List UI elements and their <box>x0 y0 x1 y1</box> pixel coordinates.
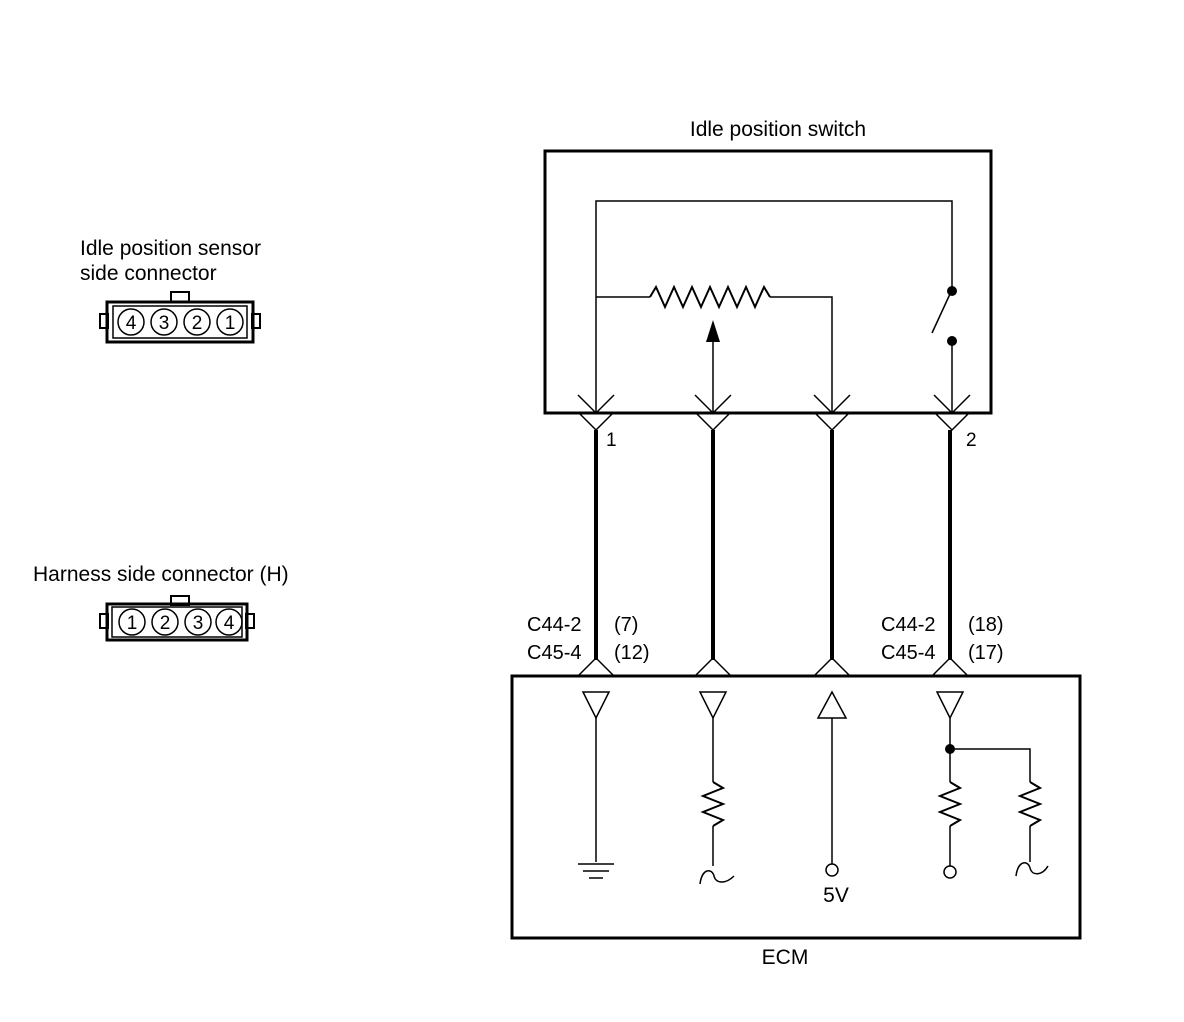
sensor-connector-title-line1: Idle position sensor <box>80 237 261 260</box>
terminal-2-outer <box>933 394 971 415</box>
harness-pin-2: 2 <box>151 608 179 636</box>
sensor-pin-2: 2 <box>183 308 211 336</box>
harness-connector-body <box>105 602 249 642</box>
idle-position-switch: Idle position switch 1 2 <box>543 118 993 451</box>
svg-text:2: 2 <box>160 613 171 634</box>
ecm-module: ECM 5V <box>510 656 1082 969</box>
right-connector-c44: C44-2 <box>881 614 935 636</box>
harness-pin-1: 1 <box>118 608 146 636</box>
signal-sense-icon <box>699 870 735 885</box>
left-connector-c45: C45-4 <box>527 642 581 664</box>
switch-blade <box>931 293 951 334</box>
switch-box-frame <box>543 149 993 415</box>
harness-wires <box>594 430 952 660</box>
ecm-terminal-4 <box>931 656 969 677</box>
switch-sense-icon <box>1015 862 1049 877</box>
switch-contact-top <box>947 286 957 296</box>
reference-terminal-icon <box>825 863 839 877</box>
sensor-connector-title-line2: side connector <box>80 262 217 285</box>
ecm-resistor-signal <box>700 781 726 827</box>
svg-text:1: 1 <box>127 613 138 634</box>
harness-pin-4: 4 <box>215 608 243 636</box>
ecm-input-triangle-1 <box>581 691 611 720</box>
terminal-wiper-outer <box>694 394 732 415</box>
svg-text:4: 4 <box>126 313 137 334</box>
switch-box-title: Idle position switch <box>690 118 866 141</box>
terminal-2-inner <box>933 411 971 432</box>
ecm-sense-resistor <box>1017 781 1043 827</box>
ecm-5v-label: 5V <box>823 884 849 907</box>
terminal-1-outer <box>577 394 615 415</box>
ecm-output-triangle-3 <box>816 690 848 719</box>
switch-pin-2-label: 2 <box>966 430 977 451</box>
svg-text:2: 2 <box>192 313 203 334</box>
sensor-pin-3: 3 <box>150 308 178 336</box>
sensor-connector-inner <box>112 305 248 339</box>
left-pin-7: (7) <box>614 614 638 636</box>
svg-text:4: 4 <box>224 613 235 634</box>
terminal-1-inner <box>577 411 615 432</box>
svg-text:3: 3 <box>193 613 204 634</box>
harness-connector-title: Harness side connector (H) <box>33 563 289 586</box>
ecm-frame <box>510 674 1082 940</box>
potentiometer-end-wire <box>770 296 833 412</box>
ecm-terminal-2 <box>694 656 732 677</box>
left-pin-12: (12) <box>614 642 650 664</box>
wire-connector-labels: C44-2 (7) C45-4 (12) C44-2 (18) C45-4 (1… <box>527 614 1004 664</box>
right-pin-18: (18) <box>968 614 1004 636</box>
harness-side-connector: Harness side connector (H) 1 2 3 4 <box>33 563 289 642</box>
sensor-pin-4: 4 <box>117 308 145 336</box>
ecm-input-triangle-4 <box>935 691 965 720</box>
ground-icon <box>578 863 614 879</box>
wiper-arrow-icon <box>706 320 720 342</box>
pullup-supply-terminal-icon <box>943 865 957 879</box>
svg-text:1: 1 <box>225 313 236 334</box>
sensor-connector-body <box>105 300 255 344</box>
switch-internal-loop <box>595 200 953 412</box>
right-connector-c45: C45-4 <box>881 642 935 664</box>
throttle-potentiometer <box>649 284 771 310</box>
right-pin-17: (17) <box>968 642 1004 664</box>
terminal-ref-outer <box>813 394 851 415</box>
ecm-branch-wire <box>950 748 1031 782</box>
terminal-wiper-inner <box>694 411 732 432</box>
switch-pin-1-label: 1 <box>606 430 617 451</box>
ecm-terminal-1 <box>577 656 615 677</box>
left-connector-c44: C44-2 <box>527 614 581 636</box>
ecm-terminal-3 <box>813 656 851 677</box>
ecm-pullup-resistor <box>937 781 963 827</box>
sensor-pin-1: 1 <box>216 308 244 336</box>
terminal-ref-inner <box>813 411 851 432</box>
ecm-title: ECM <box>762 946 809 969</box>
harness-pin-3: 3 <box>184 608 212 636</box>
sensor-side-connector: Idle position sensor side connector 4 3 … <box>80 237 261 344</box>
ecm-input-triangle-2 <box>698 691 728 720</box>
svg-text:3: 3 <box>159 313 170 334</box>
